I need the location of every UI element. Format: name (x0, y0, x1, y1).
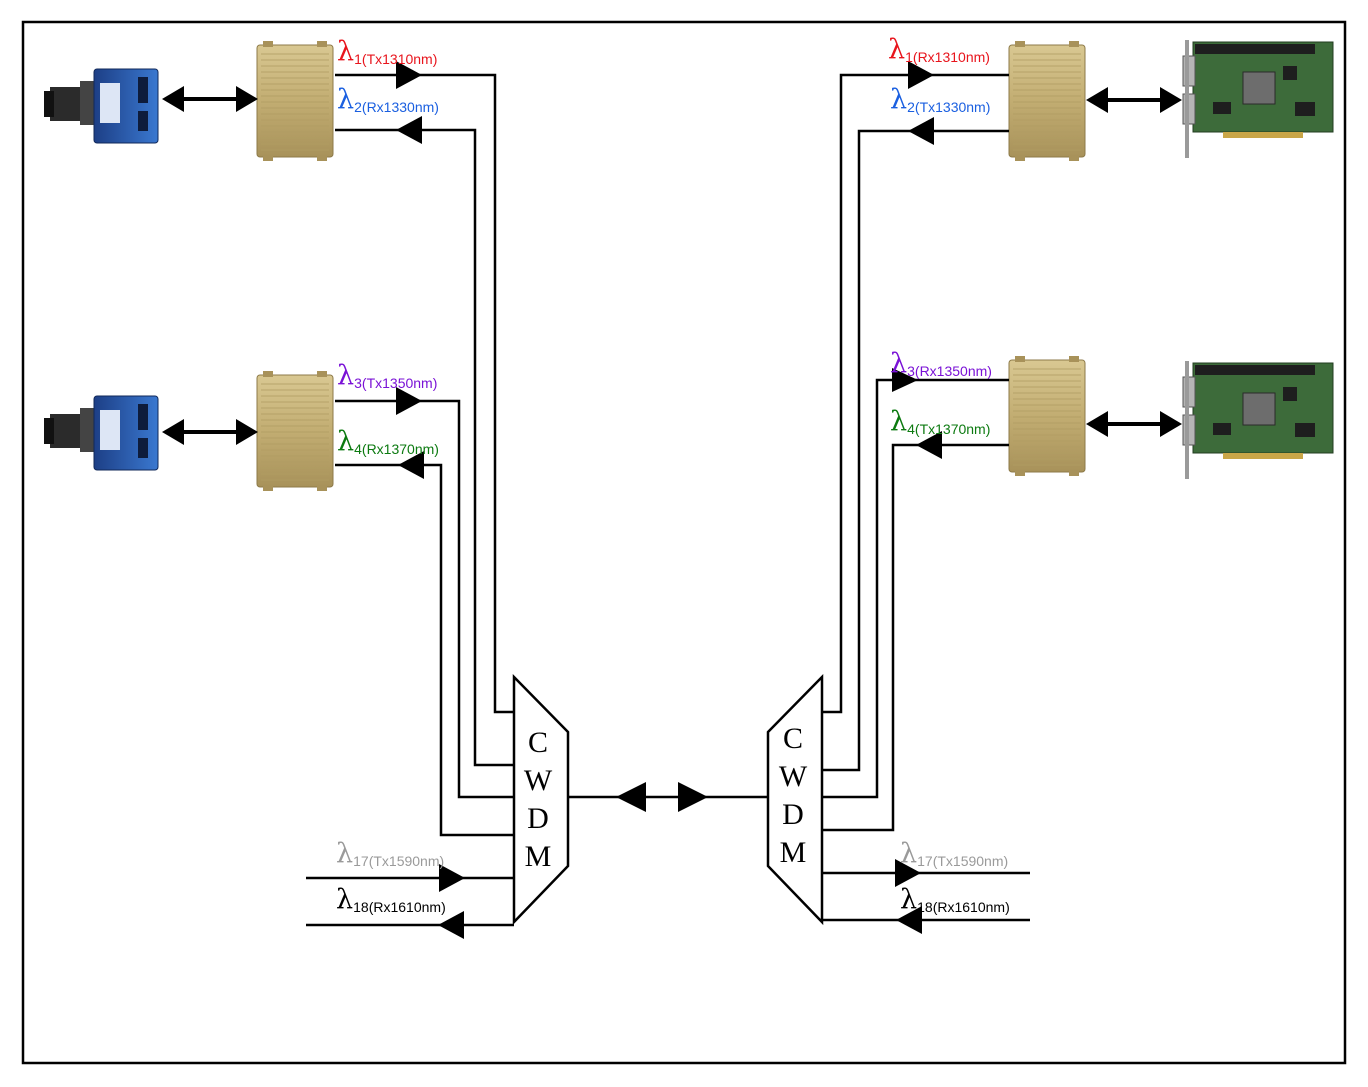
wavelength-label: λ18(Rx1610nm) (900, 884, 1010, 915)
camera-icon (43, 395, 159, 471)
wavelength-text: λ1(Tx1310nm) (337, 36, 437, 67)
wavelength-label: λ4(Rx1370nm) (337, 426, 439, 457)
wavelength-text: λ17(Tx1590nm) (336, 838, 444, 869)
cwdm-letter: M (780, 836, 807, 869)
wavelength-label: λ3(Rx1350nm) (890, 348, 992, 379)
direction-arrows-left (396, 61, 465, 939)
cwdm-letter: M (525, 840, 552, 873)
wavelength-text: λ18(Rx1610nm) (900, 884, 1010, 915)
wavelength-value: 4(Tx1370nm) (907, 421, 990, 437)
fiber-converter-icon (1008, 40, 1086, 162)
lambda-symbol: λ (337, 426, 354, 457)
wavelength-value: 2(Rx1330nm) (354, 99, 439, 115)
cwdm-mux-left: C W D M (512, 673, 570, 926)
lambda-symbol: λ (336, 884, 353, 915)
wavelength-label: λ3(Tx1350nm) (337, 360, 437, 391)
wavelength-text: λ3(Tx1350nm) (337, 360, 437, 391)
wavelength-text: λ17(Tx1590nm) (900, 838, 1008, 869)
lambda-symbol: λ (336, 838, 353, 869)
wavelength-value: 2(Tx1330nm) (907, 99, 990, 115)
wavelength-label: λ17(Tx1590nm) (900, 838, 1008, 869)
cwdm-mux-right: C W D M (766, 673, 824, 926)
lambda-symbol: λ (900, 884, 917, 915)
wavelength-text: λ18(Rx1610nm) (336, 884, 446, 915)
wavelength-label: λ1(Tx1310nm) (337, 36, 437, 67)
fiber-converter-icon (256, 370, 334, 492)
wavelength-value: 17(Tx1590nm) (353, 853, 444, 869)
wavelength-value: 18(Rx1610nm) (353, 899, 446, 915)
bidirectional-arrow-icon (162, 86, 258, 112)
wavelength-value: 1(Tx1310nm) (354, 51, 437, 67)
cwdm-trunk-link (568, 782, 768, 812)
wavelength-value: 1(Rx1310nm) (905, 49, 990, 65)
cwdm-letter: C (528, 726, 548, 759)
cwdm-letter: W (779, 760, 808, 793)
right-fiber-wires (822, 73, 1030, 922)
wavelength-label: λ2(Rx1330nm) (337, 84, 439, 115)
wavelength-text: λ1(Rx1310nm) (888, 34, 990, 65)
lambda-symbol: λ (900, 838, 917, 869)
left-fiber-wires (306, 73, 514, 927)
wavelength-value: 18(Rx1610nm) (917, 899, 1010, 915)
lambda-symbol: λ (890, 406, 907, 437)
lambda-symbol: λ (890, 348, 907, 379)
wavelength-text: λ2(Rx1330nm) (337, 84, 439, 115)
wavelength-text: λ3(Rx1350nm) (890, 348, 992, 379)
outer-frame (21, 20, 1347, 1065)
direction-arrows-right (892, 61, 942, 934)
wavelength-value: 17(Tx1590nm) (917, 853, 1008, 869)
cwdm-letter: D (782, 798, 804, 831)
frame-grabber-card-icon (1182, 39, 1334, 159)
wavelength-label: λ4(Tx1370nm) (890, 406, 990, 437)
lambda-symbol: λ (337, 84, 354, 115)
lambda-symbol: λ (890, 84, 907, 115)
cwdm-letter: D (527, 802, 549, 835)
wavelength-value: 4(Rx1370nm) (354, 441, 439, 457)
wavelength-text: λ2(Tx1330nm) (890, 84, 990, 115)
bidirectional-arrow-icon (1086, 87, 1182, 113)
frame-grabber-card-icon (1182, 360, 1334, 480)
cwdm-letter: W (524, 764, 553, 797)
wavelength-text: λ4(Tx1370nm) (890, 406, 990, 437)
wavelength-value: 3(Rx1350nm) (907, 363, 992, 379)
wavelength-label: λ1(Rx1310nm) (888, 34, 990, 65)
wavelength-text: λ4(Rx1370nm) (337, 426, 439, 457)
cwdm-letter: C (783, 722, 803, 755)
wavelength-label: λ17(Tx1590nm) (336, 838, 444, 869)
lambda-symbol: λ (337, 36, 354, 67)
wavelength-label: λ18(Rx1610nm) (336, 884, 446, 915)
wavelength-label: λ2(Tx1330nm) (890, 84, 990, 115)
bidirectional-arrow-icon (1086, 411, 1182, 437)
wavelength-value: 3(Tx1350nm) (354, 375, 437, 391)
lambda-symbol: λ (888, 34, 905, 65)
camera-icon (43, 68, 159, 144)
lambda-symbol: λ (337, 360, 354, 391)
fiber-converter-icon (256, 40, 334, 162)
fiber-converter-icon (1008, 355, 1086, 477)
bidirectional-arrow-icon (162, 419, 258, 445)
